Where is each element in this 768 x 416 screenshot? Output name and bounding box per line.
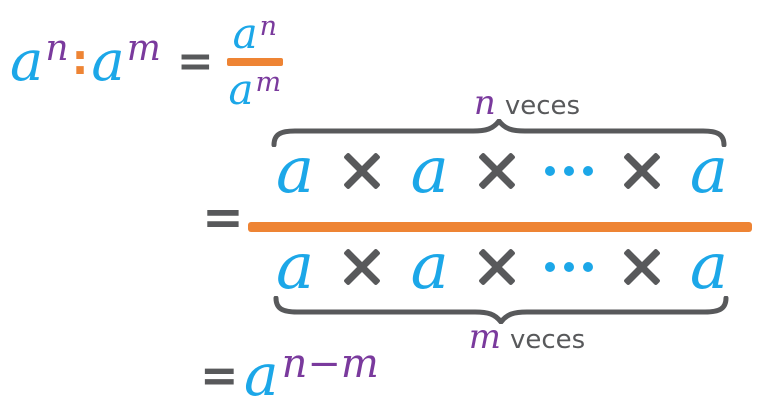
underbrace: [273, 296, 729, 324]
count-word: veces: [504, 91, 581, 121]
factor-a: a: [276, 230, 315, 304]
times-icon: [343, 248, 381, 286]
fraction-bar: [248, 222, 752, 232]
equals-sign: =: [176, 36, 214, 87]
equals-sign: =: [200, 348, 239, 402]
overbrace: [271, 119, 727, 147]
base-a: a: [228, 65, 254, 114]
base-a: a: [244, 341, 279, 409]
count-var-m: m: [468, 317, 501, 357]
base-a: a: [10, 29, 44, 94]
fraction-numerator: an: [233, 13, 277, 55]
factor-a: a: [689, 134, 728, 208]
times-icon: [623, 248, 661, 286]
times-icon: [478, 248, 516, 286]
exponent-m: m: [126, 28, 161, 70]
times-icon: [478, 152, 516, 190]
power-a-n: an: [10, 31, 69, 90]
equation-line-1: an : am = an am: [10, 4, 283, 120]
exponent-n: n: [45, 28, 69, 70]
factor-a: a: [410, 134, 449, 208]
equals-sign: =: [202, 188, 244, 246]
exponent-n: n: [259, 10, 277, 42]
power-a-m: am: [91, 31, 161, 90]
times-icon: [623, 152, 661, 190]
small-fraction: an am: [226, 13, 283, 111]
cdots-icon: [545, 166, 594, 176]
base-a: a: [91, 29, 125, 94]
factor-a: a: [689, 230, 728, 304]
fraction-denominator: am: [228, 69, 281, 111]
cdots-icon: [545, 262, 594, 272]
times-icon: [343, 152, 381, 190]
factor-a: a: [276, 134, 315, 208]
result-power: an−m: [244, 344, 379, 404]
exponent-m: m: [255, 66, 282, 98]
fraction-bar: [226, 58, 283, 66]
division-colon: :: [71, 34, 89, 84]
count-word: veces: [510, 325, 586, 355]
base-a: a: [232, 9, 258, 58]
count-var-n: n: [473, 83, 496, 123]
factor-a: a: [410, 230, 449, 304]
exponent-n-minus-m: n−m: [281, 341, 379, 387]
